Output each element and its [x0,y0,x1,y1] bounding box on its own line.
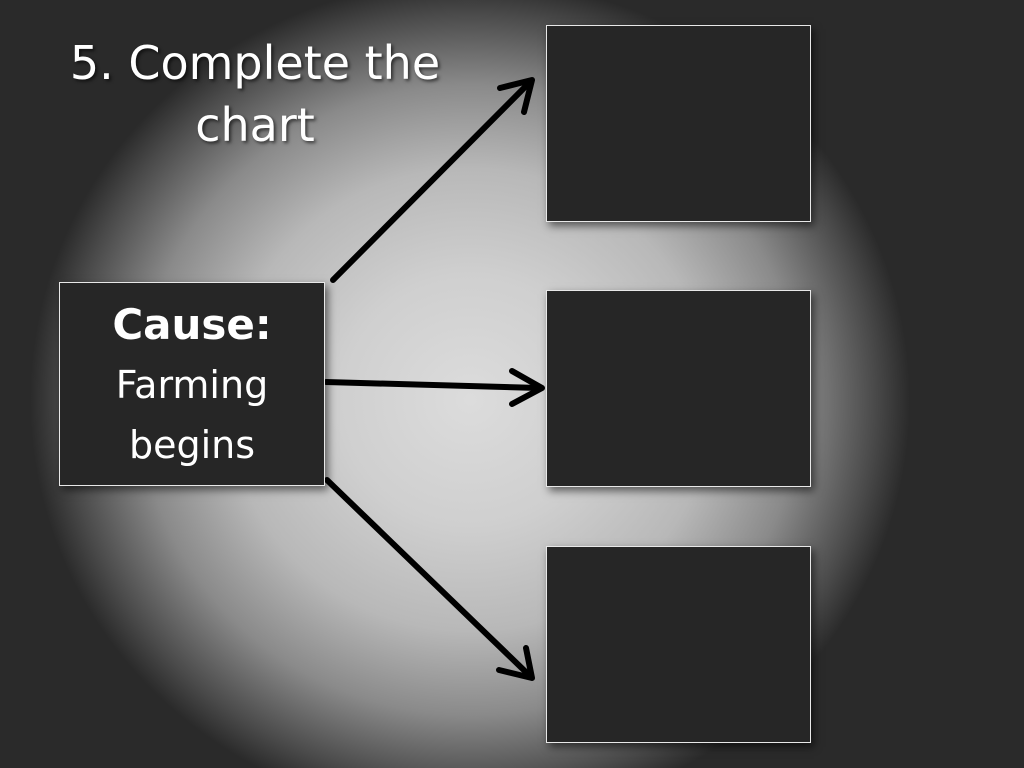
cause-box: Cause: Farming begins [59,282,325,486]
arrow-to-effect-2 [323,368,545,407]
effect-box-3 [546,546,811,743]
title-line-2: chart [195,98,315,152]
slide-title: 5. Complete the chart [40,32,470,156]
effect-box-2 [546,290,811,487]
effect-box-1 [546,25,811,222]
arrow-to-effect-3 [324,477,535,681]
cause-text-line-2: begins [128,423,256,467]
cause-label: Cause: [112,300,272,349]
title-line-1: 5. Complete the [69,36,441,90]
cause-text-line-1: Farming [115,363,269,407]
